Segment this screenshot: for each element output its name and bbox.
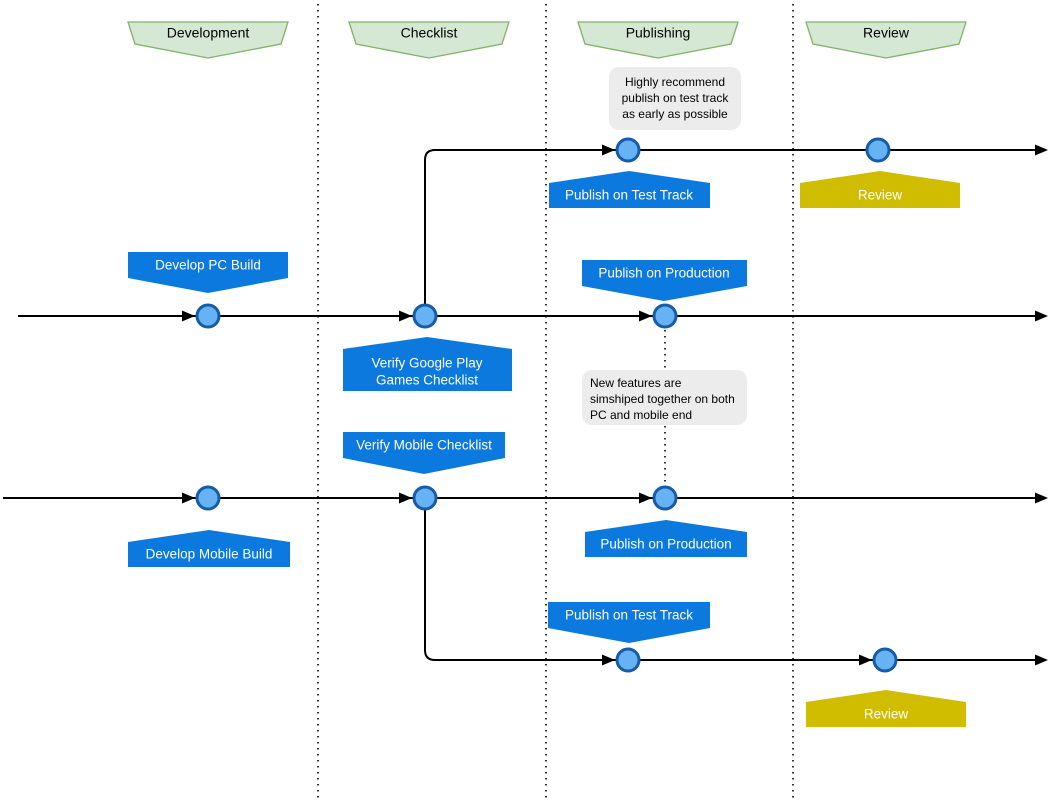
- note-test-track-line3: as early as possible: [622, 107, 728, 121]
- task-label-publish-test-track-mobile: Publish on Test Track: [565, 608, 693, 623]
- arrowhead: [182, 492, 195, 504]
- lane-header-publishing-label: Publishing: [626, 25, 691, 41]
- note-simship-line3: PC and mobile end: [590, 408, 692, 422]
- task-banner-publish-test-track-pc: [549, 171, 710, 208]
- arrowhead: [859, 654, 872, 666]
- lane-header-checklist-label: Checklist: [401, 25, 458, 41]
- task-label-develop-pc-build: Develop PC Build: [155, 258, 261, 273]
- arrowhead: [182, 310, 195, 322]
- task-label-publish-production-pc: Publish on Production: [598, 266, 729, 281]
- task-banner-develop-mobile-build: [128, 530, 290, 567]
- arrowhead: [399, 492, 412, 504]
- milestone-develop-pc: [195, 303, 221, 329]
- note-test-track: [609, 67, 741, 130]
- milestone-publish-test-track-pc: [615, 137, 641, 163]
- task-banner-verify-mobile-checklist: [343, 432, 505, 474]
- arrowhead: [602, 144, 615, 156]
- arrowhead: [399, 310, 412, 322]
- arrowhead: [1035, 654, 1048, 666]
- lane-header-review-label: Review: [863, 25, 910, 41]
- note-simship: [582, 370, 747, 425]
- arrowhead: [1035, 492, 1048, 504]
- review-banner-pc: [800, 171, 960, 208]
- arrowhead: [1035, 310, 1048, 322]
- task-label-verify-mobile-checklist: Verify Mobile Checklist: [356, 438, 492, 453]
- review-banner-mobile: [806, 690, 966, 727]
- task-banner-publish-production-pc: [582, 260, 747, 301]
- task-label-publish-test-track-pc: Publish on Test Track: [565, 188, 693, 203]
- task-banner-verify-gpg-checklist: [343, 337, 512, 391]
- lane-header-publishing: [577, 21, 739, 59]
- milestone-develop-mobile: [195, 485, 221, 511]
- note-simship-line2: simshiped together on both: [590, 392, 735, 406]
- milestone-verify-gpg-checklist: [412, 303, 438, 329]
- lane-header-development: [127, 21, 289, 59]
- review-label-mobile: Review: [864, 707, 909, 722]
- note-test-track-line2: publish on test track: [622, 91, 730, 105]
- milestone-publish-test-track-mobile: [615, 647, 641, 673]
- task-label-publish-production-mobile: Publish on Production: [600, 537, 731, 552]
- arrowhead: [639, 310, 652, 322]
- task-banner-develop-pc-build: [128, 252, 288, 293]
- milestone-publish-production-mobile: [652, 485, 678, 511]
- pc-test-track-branch-line: [424, 149, 1036, 316]
- note-simship-line1: New features are: [590, 376, 682, 390]
- review-label-pc: Review: [858, 188, 903, 203]
- task-label-verify-gpg-line2: Games Checklist: [376, 373, 478, 388]
- lane-header-checklist: [348, 21, 510, 59]
- task-label-verify-gpg-line1: Verify Google Play: [371, 356, 482, 371]
- milestone-verify-mobile-checklist: [412, 485, 438, 511]
- mobile-test-track-branch-line: [424, 498, 1036, 661]
- milestone-publish-production-pc: [652, 303, 678, 329]
- note-test-track-line1: Highly recommend: [625, 75, 725, 89]
- arrowhead: [602, 654, 615, 666]
- task-banner-publish-production-mobile: [585, 520, 747, 557]
- milestone-review-mobile: [872, 647, 898, 673]
- task-banner-publish-test-track-mobile: [548, 602, 710, 643]
- task-label-develop-mobile-build: Develop Mobile Build: [146, 547, 273, 562]
- arrowhead: [639, 492, 652, 504]
- arrowhead: [1035, 144, 1048, 156]
- lane-header-review: [805, 21, 967, 59]
- milestone-review-pc: [865, 137, 891, 163]
- lane-header-development-label: Development: [167, 25, 250, 41]
